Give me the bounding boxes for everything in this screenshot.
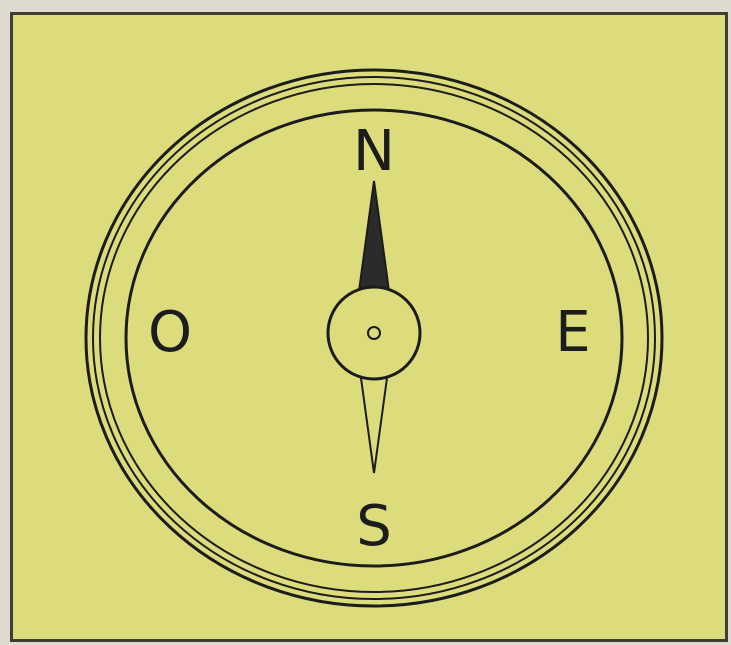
needle-south — [361, 378, 387, 473]
needle-north — [359, 181, 389, 291]
label-east: E — [555, 300, 590, 365]
label-west: O — [148, 300, 192, 365]
compass-diagram: N S E O — [13, 15, 731, 645]
compass-panel: N S E O — [10, 12, 728, 642]
label-south: S — [356, 494, 392, 559]
label-north: N — [353, 119, 395, 184]
needle-pivot — [368, 327, 380, 339]
